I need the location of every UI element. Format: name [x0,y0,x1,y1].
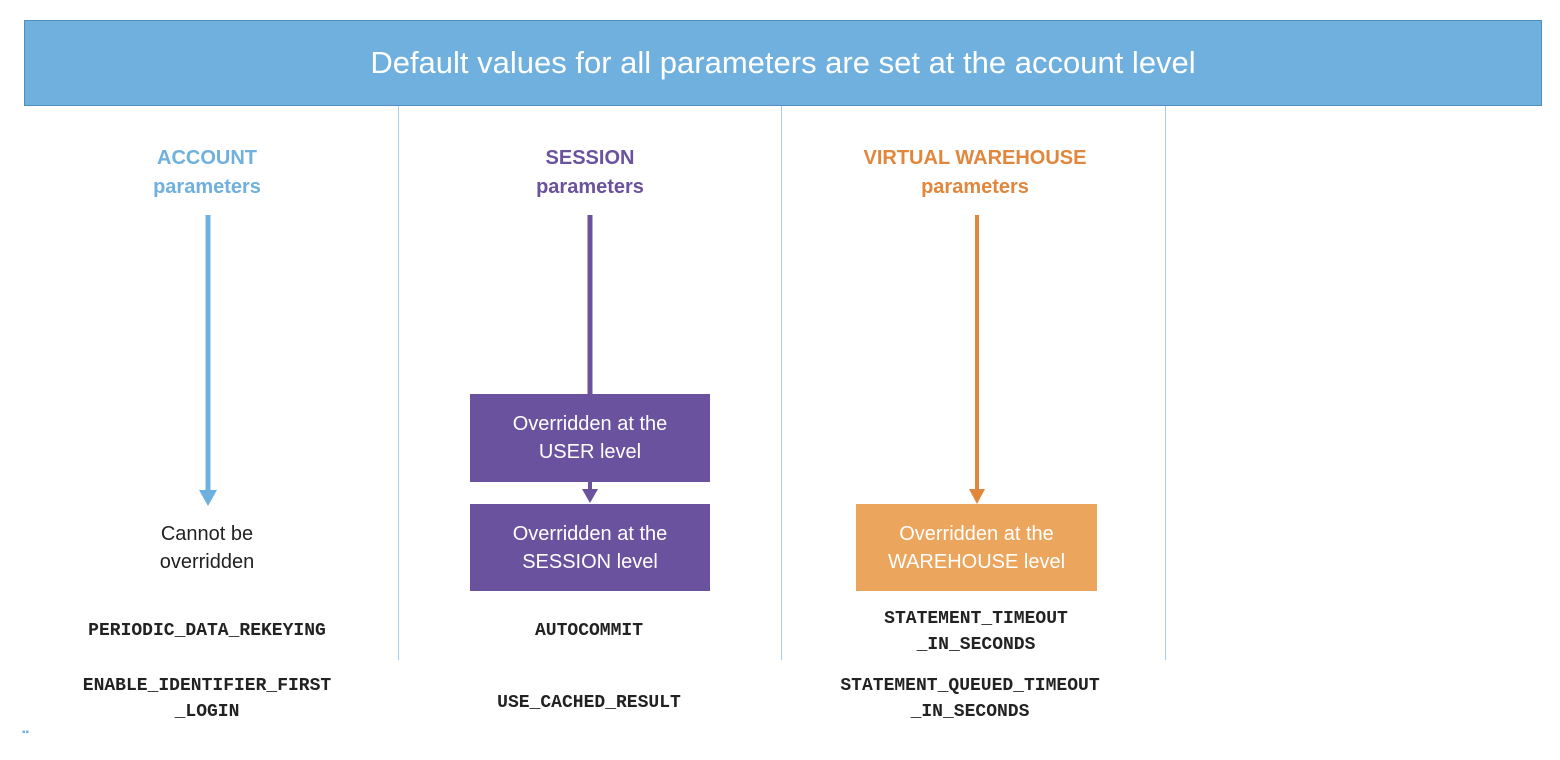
session-heading-title: SESSION [545,147,635,169]
session-param-2-line1: USE_CACHED_RESULT [497,693,681,713]
account-param-1-line1: PERIODIC_DATA_REKEYING [88,621,326,641]
session-param-1: AUTOCOMMIT [409,618,769,644]
corner-dots-decoration: ▪▪ [22,727,30,738]
warehouse-box-line2: WAREHOUSE level [887,550,1066,573]
session-connector-head [582,489,598,503]
banner: Default values for all parameters are se… [24,20,1542,106]
column-divider-3 [1165,106,1166,660]
account-note: Cannot be overridden [107,520,307,576]
account-param-1: PERIODIC_DATA_REKEYING [27,618,387,644]
account-param-2-line1: ENABLE_IDENTIFIER_FIRST [82,676,332,696]
account-heading-title: ACCOUNT [157,147,257,169]
warehouse-param-1-line1: STATEMENT_TIMEOUT [884,609,1068,629]
account-param-2: ENABLE_IDENTIFIER_FIRST _LOGIN [27,673,387,725]
session-heading-subtitle: parameters [536,176,644,198]
warehouse-param-2: STATEMENT_QUEUED_TIMEOUT _IN_SECONDS [790,673,1150,725]
account-note-line2: overridden [159,551,255,573]
warehouse-box-warehouse-level: Overridden at the WAREHOUSE level [856,504,1097,591]
warehouse-heading-subtitle: parameters [921,176,1029,198]
warehouse-param-2-line1: STATEMENT_QUEUED_TIMEOUT [840,676,1100,696]
account-heading: ACCOUNT parameters [57,144,357,202]
session-box-user-level: Overridden at the USER level [470,394,710,482]
session-param-2: USE_CACHED_RESULT [409,690,769,716]
account-heading-subtitle: parameters [153,176,261,198]
session-heading: SESSION parameters [440,144,740,202]
account-note-line1: Cannot be [160,523,254,545]
warehouse-box-line1: Overridden at the [899,522,1054,545]
session-box-user-line1: Overridden at the [512,413,668,435]
session-param-1-line1: AUTOCOMMIT [534,621,644,641]
warehouse-arrow-head [969,489,985,504]
column-divider-2 [781,106,782,660]
warehouse-param-2-line2: _IN_SECONDS [910,702,1030,722]
account-arrow-head [199,490,217,506]
warehouse-heading: VIRTUAL WAREHOUSE parameters [825,144,1125,202]
session-box-user-line2: USER level [538,441,642,463]
warehouse-param-1: STATEMENT_TIMEOUT _IN_SECONDS [796,606,1156,658]
banner-text: Default values for all parameters are se… [370,45,1196,80]
session-box-session-line2: SESSION level [522,550,658,573]
session-box-session-line1: Overridden at the [512,522,668,545]
account-param-2-line2: _LOGIN [174,702,240,722]
warehouse-param-1-line2: _IN_SECONDS [916,635,1036,655]
warehouse-heading-title: VIRTUAL WAREHOUSE [863,147,1087,169]
column-divider-1 [398,106,399,660]
session-box-session-level: Overridden at the SESSION level [470,504,710,591]
